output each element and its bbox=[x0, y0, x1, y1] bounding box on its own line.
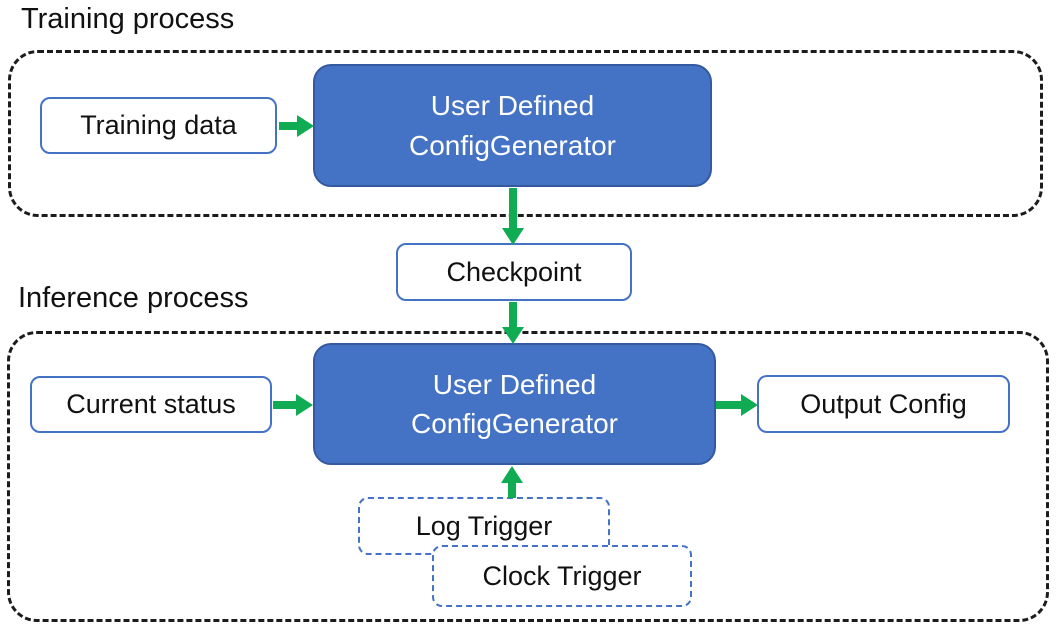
arrow-shaft bbox=[509, 188, 517, 228]
current-status-node: Current status bbox=[30, 376, 272, 433]
arrow-shaft bbox=[508, 483, 516, 498]
arrow-generator-to-checkpoint bbox=[502, 188, 524, 245]
generator-label-line1: User Defined bbox=[432, 368, 597, 400]
inference-process-title: Inference process bbox=[18, 282, 249, 314]
arrow-shaft bbox=[273, 401, 296, 409]
arrow-checkpoint-to-generator bbox=[502, 302, 524, 344]
arrow-head-right-icon bbox=[741, 394, 758, 416]
training-process-frame bbox=[8, 50, 1043, 217]
arrow-shaft bbox=[279, 122, 297, 130]
arrow-shaft bbox=[716, 401, 741, 409]
arrow-current-status-to-generator bbox=[273, 394, 313, 416]
training-data-label: Training data bbox=[80, 110, 237, 140]
arrow-triggers-to-generator bbox=[501, 466, 523, 498]
arrow-head-down-icon bbox=[502, 327, 524, 344]
log-trigger-label: Log Trigger bbox=[415, 510, 553, 541]
arrow-head-down-icon bbox=[502, 228, 524, 245]
checkpoint-label: Checkpoint bbox=[446, 256, 582, 287]
training-data-node: Training data bbox=[40, 97, 277, 154]
arrow-head-right-icon bbox=[296, 394, 313, 416]
arrow-shaft bbox=[509, 302, 517, 327]
clock-trigger-label: Clock Trigger bbox=[482, 560, 642, 591]
arrow-head-right-icon bbox=[297, 115, 314, 137]
arrow-training-data-to-generator bbox=[279, 115, 314, 137]
output-config-node: Output Config bbox=[757, 375, 1010, 433]
arrow-generator-to-output-config bbox=[716, 394, 758, 416]
training-process-title: Training process bbox=[21, 3, 235, 35]
clock-trigger-node: Clock Trigger bbox=[432, 545, 692, 607]
inference-process-frame bbox=[7, 331, 1049, 622]
current-status-label: Current status bbox=[66, 389, 236, 419]
generator-label-line2: ConfigGenerator bbox=[408, 129, 616, 161]
training-config-generator-node: User Defined ConfigGenerator bbox=[313, 64, 712, 187]
generator-label-line2: ConfigGenerator bbox=[410, 408, 618, 439]
arrow-head-up-icon bbox=[501, 466, 523, 483]
generator-label-line1: User Defined bbox=[430, 90, 595, 122]
inference-config-generator-node: User Defined ConfigGenerator bbox=[313, 343, 716, 465]
output-config-label: Output Config bbox=[800, 388, 967, 419]
checkpoint-node: Checkpoint bbox=[396, 243, 632, 301]
